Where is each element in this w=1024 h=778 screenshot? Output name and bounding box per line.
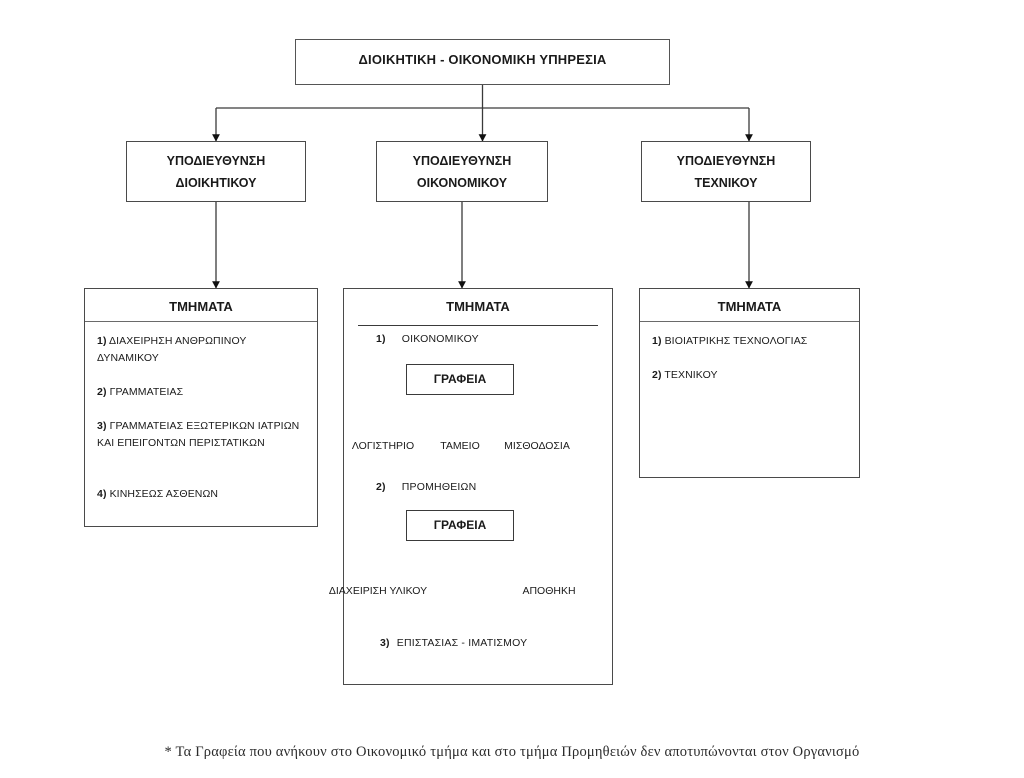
- list-item-label: ΤΕΧΝΙΚΟΥ: [664, 369, 718, 381]
- directorate-label-line1: ΥΠΟΔΙΕΥΘΥΝΣΗ: [412, 154, 512, 168]
- leaf-node-warehouse[interactable]: ΑΠΟΘΗΚΗ: [522, 585, 576, 597]
- list-item-label: ΚΙΝΗΣΕΩΣ ΑΣΘΕΝΩΝ: [109, 488, 219, 500]
- leaf-node-tameio[interactable]: ΤΑΜΕΙΟ: [440, 440, 480, 452]
- departments-panel-administrative[interactable]: ΤΜΗΜΑΤΑ 1) ΔΙΑΧΕΙΡΗΣΗ ΑΝΘΡΩΠΙΝΟΥ ΔΥΝΑΜΙΚ…: [84, 288, 318, 527]
- list-item-number: 4): [97, 488, 107, 500]
- branch-number: 3): [380, 637, 390, 649]
- list-item-label: ΓΡΑΜΜΑΤΕΙΑΣ: [109, 386, 184, 398]
- directorate-label-line1: ΥΠΟΔΙΕΥΘΥΝΣΗ: [166, 154, 266, 168]
- footnote-text: * Τα Γραφεία που ανήκουν στο Οικονομικό …: [164, 744, 860, 760]
- directorate-label-line2: ΟΙΚΟΝΟΜΙΚΟΥ: [416, 176, 508, 190]
- leaf-node-logistirio[interactable]: ΛΟΓΙΣΤΗΡΙΟ: [351, 440, 415, 452]
- list-item[interactable]: 2) ΤΕΧΝΙΚΟΥ: [652, 367, 852, 384]
- directorate-label-line2: ΤΕΧΝΙΚΟΥ: [694, 176, 758, 190]
- list-item-label: ΒΙΟΙΑΤΡΙΚΗΣ ΤΕΧΝΟΛΟΓΙΑΣ: [664, 335, 808, 347]
- leaf-node-material-management[interactable]: ΔΙΑΧΕΙΡΙΣΗ ΥΛΙΚΟΥ: [328, 585, 428, 597]
- list-item[interactable]: 3) ΓΡΑΜΜΑΤΕΙΑΣ ΕΞΩΤΕΡΙΚΩΝ ΙΑΤΡΙΩΝ ΚΑΙ ΕΠ…: [97, 418, 309, 452]
- offices-node-financial[interactable]: ΓΡΑΦΕΙΑ: [406, 364, 514, 395]
- directorate-label-line1: ΥΠΟΔΙΕΥΘΥΝΣΗ: [676, 154, 776, 168]
- root-node[interactable]: ΔΙΟΙΚΗΤΙΚΗ - ΟΙΚΟΝΟΜΙΚΗ ΥΠΗΡΕΣΙΑ: [295, 39, 670, 85]
- directorate-node-administrative[interactable]: ΥΠΟΔΙΕΥΘΥΝΣΗ ΔΙΟΙΚΗΤΙΚΟΥ: [126, 141, 306, 202]
- panel-divider: [640, 321, 859, 322]
- leaf-node-misthodosia[interactable]: ΜΙΣΘΟΔΟΣΙΑ: [504, 440, 570, 452]
- list-item-number: 1): [97, 335, 107, 347]
- offices-node-label: ΓΡΑΦΕΙΑ: [433, 372, 487, 386]
- list-item-number: 2): [97, 386, 107, 398]
- directorate-node-technical[interactable]: ΥΠΟΔΙΕΥΘΥΝΣΗ ΤΕΧΝΙΚΟΥ: [641, 141, 811, 202]
- list-item[interactable]: 2) ΓΡΑΜΜΑΤΕΙΑΣ: [97, 384, 309, 401]
- branch-label: ΟΙΚΟΝΟΜΙΚΟΥ: [401, 333, 479, 345]
- list-item-number: 2): [652, 369, 662, 381]
- panel-divider: [358, 325, 598, 326]
- list-item-label: ΔΙΑΧΕΙΡΗΣΗ ΑΝΘΡΩΠΙΝΟΥ ΔΥΝΑΜΙΚΟΥ: [97, 335, 247, 364]
- list-item-number: 3): [97, 420, 107, 432]
- root-node-label: ΔΙΟΙΚΗΤΙΚΗ - ΟΙΚΟΝΟΜΙΚΗ ΥΠΗΡΕΣΙΑ: [358, 52, 607, 67]
- branch-number: 1): [376, 333, 386, 345]
- branch-header-financial[interactable]: 1) ΟΙΚΟΝΟΜΙΚΟΥ: [376, 333, 479, 345]
- list-item-label: ΓΡΑΜΜΑΤΕΙΑΣ ΕΞΩΤΕΡΙΚΩΝ ΙΑΤΡΙΩΝ ΚΑΙ ΕΠΕΙΓ…: [97, 420, 300, 449]
- branch-header-supervision[interactable]: 3) ΕΠΙΣΤΑΣΙΑΣ - ΙΜΑΤΙΣΜΟΥ: [380, 637, 527, 649]
- directorate-label-line2: ΔΙΟΙΚΗΤΙΚΟΥ: [175, 176, 257, 190]
- list-item[interactable]: 1) ΔΙΑΧΕΙΡΗΣΗ ΑΝΘΡΩΠΙΝΟΥ ΔΥΝΑΜΙΚΟΥ: [97, 333, 309, 367]
- list-item[interactable]: 4) ΚΙΝΗΣΕΩΣ ΑΣΘΕΝΩΝ: [97, 486, 309, 503]
- branch-number: 2): [376, 481, 386, 493]
- branch-label: ΠΡΟΜΗΘΕΙΩΝ: [401, 481, 477, 493]
- departments-panel-technical[interactable]: ΤΜΗΜΑΤΑ 1) ΒΙΟΙΑΤΡΙΚΗΣ ΤΕΧΝΟΛΟΓΙΑΣ 2) ΤΕ…: [639, 288, 860, 478]
- offices-node-procurement[interactable]: ΓΡΑΦΕΙΑ: [406, 510, 514, 541]
- branch-label: ΕΠΙΣΤΑΣΙΑΣ - ΙΜΑΤΙΣΜΟΥ: [396, 637, 528, 649]
- departments-panel-header: ΤΜΗΜΑΤΑ: [169, 299, 233, 314]
- panel-divider: [85, 321, 317, 322]
- offices-node-label: ΓΡΑΦΕΙΑ: [433, 518, 487, 532]
- departments-panel-financial[interactable]: ΤΜΗΜΑΤΑ 1) ΟΙΚΟΝΟΜΙΚΟΥ ΓΡΑΦΕΙΑ ΛΟΓΙΣΤΗΡΙΟ…: [329, 288, 613, 685]
- departments-panel-header: ΤΜΗΜΑΤΑ: [446, 299, 510, 314]
- directorate-node-financial[interactable]: ΥΠΟΔΙΕΥΘΥΝΣΗ ΟΙΚΟΝΟΜΙΚΟΥ: [376, 141, 548, 202]
- departments-panel-header: ΤΜΗΜΑΤΑ: [717, 299, 782, 314]
- branch-header-procurement[interactable]: 2) ΠΡΟΜΗΘΕΙΩΝ: [376, 481, 476, 493]
- list-item-number: 1): [652, 335, 662, 347]
- list-item[interactable]: 1) ΒΙΟΙΑΤΡΙΚΗΣ ΤΕΧΝΟΛΟΓΙΑΣ: [652, 333, 852, 350]
